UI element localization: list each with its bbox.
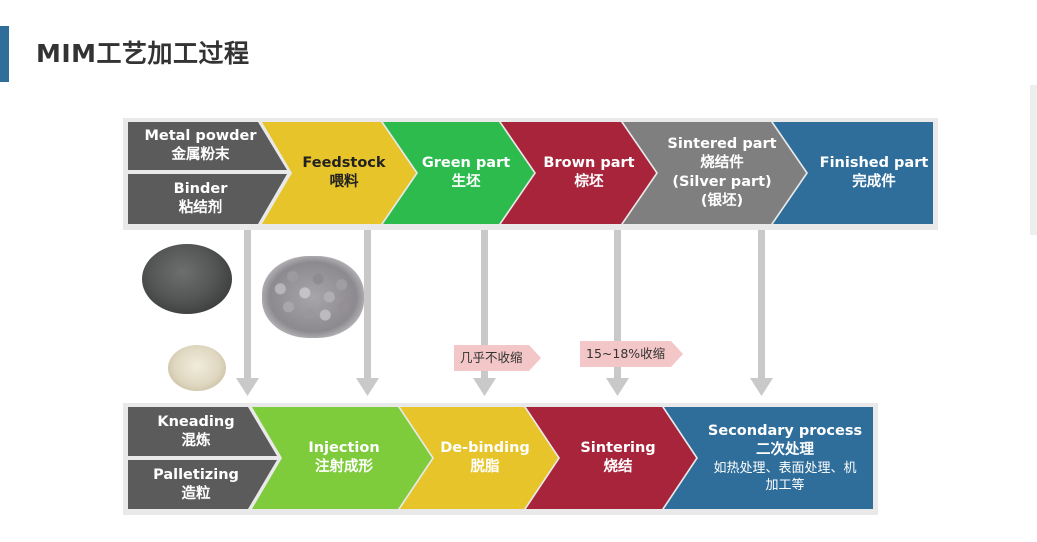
finished-part-label: Finished part 完成件 [810,122,938,224]
debinding-arrow [400,407,558,509]
finished-part-en: Finished part [819,155,929,171]
secondary-process-block [664,407,873,509]
secondary-process-label: Secondary process 二次处理 如热处理、表面处理、机 加工等 [694,407,876,509]
metal-powder-arrow [128,122,287,170]
binder-arrow [128,174,287,224]
brown-part-zh: 棕坯 [574,174,604,190]
sintered-part-arrow [623,122,806,224]
decorative-edge [1030,85,1037,235]
sintering-label: Sintering 烧结 [556,407,680,509]
feedstock-pellets-photo [262,256,364,338]
down-arrow-feedstock [356,230,379,396]
palletizing-en: Palletizing [153,466,239,483]
kneading-arrow [128,407,277,456]
palletizing-arrow [128,460,277,509]
green-part-note: 几乎不收缩 [454,345,540,371]
down-arrow-brown-part [606,230,629,396]
metal-powder-en: Metal powder [144,128,257,144]
feedstock-arrow [262,122,416,224]
metal-powder-label: Metal powder 金属粉末 [128,122,273,170]
brown-part-label: Brown part 棕坯 [532,122,646,224]
kneading-zh: 混炼 [181,432,211,449]
down-arrow-sintered-part [750,230,773,396]
down-arrow-green-part [473,230,496,396]
binder-label: Binder 粘结剂 [128,174,273,224]
debinding-en: De-binding [440,440,530,456]
brown-part-note: 15~18%收缩 [580,341,684,367]
green-part-label: Green part 生坯 [412,122,520,224]
down-arrow-binder [236,230,259,396]
sintering-arrow [526,407,696,509]
feedstock-zh: 喂料 [329,174,359,190]
finished-part-zh: 完成件 [852,174,896,190]
sintered-part-label: Sintered part 烧结件 (Silver part) (银坯) [652,122,792,224]
sintering-en: Sintering [580,440,656,456]
brown-part-en: Brown part [543,155,635,171]
sintering-zh: 烧结 [603,459,633,475]
injection-arrow [252,407,432,509]
green-part-arrow [383,122,534,224]
brown-part-arrow [501,122,656,224]
title-accent-bar [0,26,9,82]
secondary-detail-line2: 加工等 [765,478,805,493]
binder-en: Binder [173,181,228,197]
sintered-part-zh: 烧结件 [700,155,744,171]
green-part-zh: 生坯 [451,174,481,190]
silver-part-en: (Silver part) [672,174,772,190]
debinding-label: De-binding 脱脂 [428,407,542,509]
kneading-en: Kneading [157,413,235,430]
metal-powder-photo [142,244,232,314]
green-part-en: Green part [421,155,511,171]
feedstock-en: Feedstock [302,155,386,171]
silver-part-zh: (银坯) [700,193,744,209]
binder-zh: 粘结剂 [178,200,223,216]
injection-label: Injection 注射成形 [282,407,406,509]
sintered-part-en: Sintered part [667,136,777,152]
finished-part-block [773,122,933,224]
secondary-zh: 二次处理 [756,442,814,458]
page-title: MIM工艺加工过程 [36,39,250,68]
palletizing-label: Palletizing 造粒 [128,460,264,509]
feedstock-label: Feedstock 喂料 [292,122,396,224]
binder-powder-photo [168,345,226,391]
secondary-detail-line1: 如热处理、表面处理、机 [713,461,857,476]
debinding-zh: 脱脂 [470,459,500,475]
secondary-en: Secondary process [707,423,863,439]
connector-arrows [236,230,773,396]
kneading-label: Kneading 混炼 [128,407,264,456]
injection-en: Injection [308,440,380,456]
injection-zh: 注射成形 [315,459,373,475]
palletizing-zh: 造粒 [181,485,211,502]
metal-powder-zh: 金属粉末 [171,147,230,163]
